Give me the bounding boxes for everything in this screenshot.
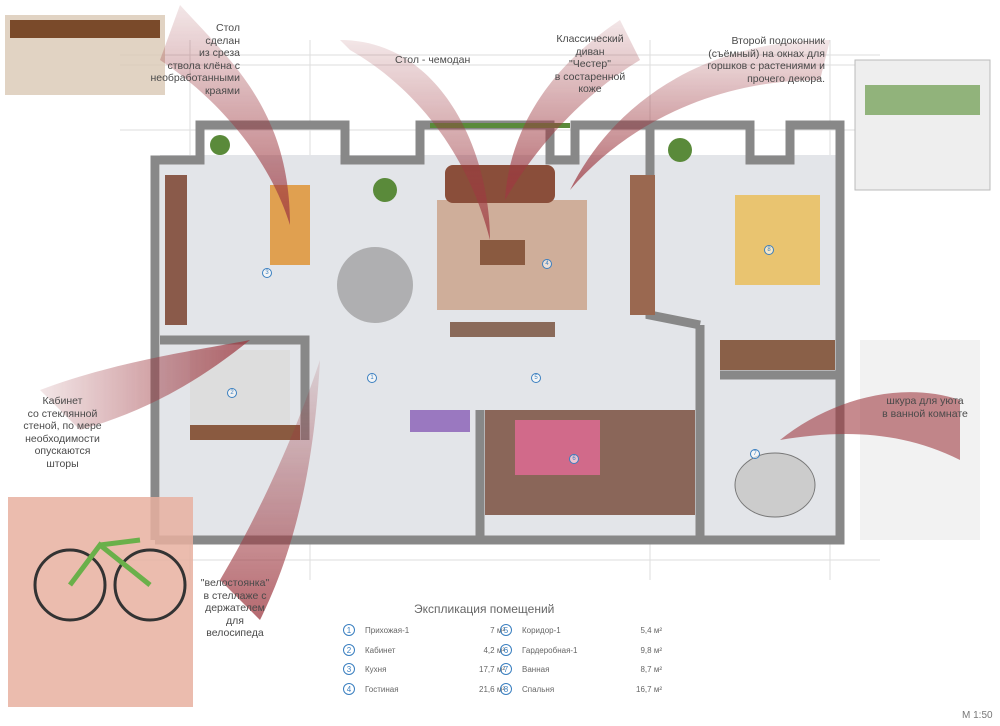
note-suitcase-table: Стол - чемодан: [395, 54, 471, 66]
note-line: велосипеда: [206, 627, 264, 639]
legend-title: Экспликация помещений: [414, 602, 555, 616]
note-bike: "велостоянка" в стеллаже с держателем дл…: [195, 577, 275, 640]
legend-item: 7 Ванная 8,7 м²: [500, 663, 662, 675]
note-maple-table: Стол сделан из среза ствола клёна с необ…: [130, 22, 240, 97]
scale-label: М 1:50: [962, 710, 993, 721]
note-line: из среза: [199, 47, 240, 59]
note-line: шкура для уюта: [886, 395, 964, 407]
room-marker-3: 3: [262, 268, 272, 278]
note-sofa: Классический диван "Честер" в состаренно…: [535, 33, 645, 96]
room-marker-7: 7: [750, 449, 760, 459]
note-line: шторы: [46, 457, 79, 470]
legend-room-name: Гостиная: [365, 684, 399, 694]
legend-room-name: Прихожая-1: [365, 625, 410, 635]
note-line: сделан: [205, 34, 240, 47]
legend-number: 2: [343, 644, 355, 656]
legend-room-name: Кабинет: [365, 645, 396, 655]
legend-room-name: Ванная: [522, 664, 550, 674]
legend-number: 1: [343, 624, 355, 636]
legend-number: 8: [500, 683, 512, 695]
annotation-arrows: [40, 5, 960, 620]
room-marker-8: 8: [764, 245, 774, 255]
legend-number: 4: [343, 683, 355, 695]
legend-number: 5: [500, 624, 512, 636]
legend-number: 6: [500, 644, 512, 656]
note-line: стеной, по мере: [23, 420, 102, 432]
note-line: Второй подоконник: [731, 35, 825, 47]
note-line: ствола клёна с: [167, 59, 241, 72]
note-line: необработанными: [150, 72, 240, 84]
legend-room-name: Кухня: [365, 664, 387, 674]
legend-item: 3 Кухня 17,7 м²: [343, 663, 505, 675]
note-line: коже: [578, 83, 602, 95]
note-windowsill: Второй подоконник (съёмный) на окнах для…: [660, 35, 825, 85]
note-line: в ванной комнате: [882, 407, 968, 420]
legend-number: 7: [500, 663, 512, 675]
note-line: горшков с растениями и: [707, 60, 825, 72]
note-line: краями: [204, 84, 240, 97]
legend-item: 6 Гардеробная-1 9,8 м²: [500, 644, 662, 656]
note-bath-rug: шкура для уюта в ванной комнате: [870, 395, 980, 420]
legend-item: 4 Гостиная 21,6 м²: [343, 683, 505, 695]
sketch-images: [5, 15, 991, 707]
legend-room-name: Гардеробная-1: [522, 645, 578, 655]
note-line: "велостоянка": [200, 577, 270, 589]
legend-room-area: 16,7 м²: [636, 684, 662, 694]
note-line: прочего декора.: [747, 72, 825, 85]
room-marker-4: 4: [542, 259, 552, 269]
furniture: [165, 123, 835, 518]
legend-room-area: 9,8 м²: [640, 645, 662, 655]
room-marker-5: 5: [531, 373, 541, 383]
room-marker-6: 6: [569, 454, 579, 464]
legend-item: 2 Кабинет 4,2 м²: [343, 644, 505, 656]
room-marker-1: 1: [367, 373, 377, 383]
legend-room-area: 8,7 м²: [640, 664, 662, 674]
note-line: "Честер": [569, 58, 611, 70]
legend-number: 3: [343, 663, 355, 675]
legend-item: 1 Прихожая-1 7 м²: [343, 624, 505, 636]
note-line: в состаренной: [554, 70, 626, 83]
legend-item: 8 Спальня 16,7 м²: [500, 683, 662, 695]
legend-room-name: Коридор-1: [522, 625, 561, 635]
room-marker-2: 2: [227, 388, 237, 398]
legend-item: 5 Коридор-1 5,4 м²: [500, 624, 662, 636]
note-line: (съёмный) на окнах для: [708, 47, 825, 60]
legend-room-area: 21,6 м²: [479, 684, 505, 694]
note-line: необходимости: [25, 432, 100, 445]
legend-room-area: 5,4 м²: [640, 625, 662, 635]
legend-room-name: Спальня: [522, 684, 555, 694]
note-line: диван: [575, 45, 605, 58]
note-line: Классический: [556, 33, 624, 45]
note-line: Кабинет: [42, 395, 83, 407]
note-line: опускаются: [34, 445, 91, 457]
legend-room-area: 17,7 м²: [479, 664, 505, 674]
note-line: Стол: [215, 22, 240, 34]
note-line: для: [226, 614, 244, 627]
note-line: держателем: [205, 602, 265, 614]
legend-room-area: 4,2 м²: [483, 645, 505, 655]
legend-room-area: 7 м²: [490, 625, 505, 635]
note-line: со стеклянной: [27, 407, 98, 420]
note-line: в стеллаже с: [203, 589, 267, 602]
note-office: Кабинет со стеклянной стеной, по мере не…: [15, 395, 110, 470]
